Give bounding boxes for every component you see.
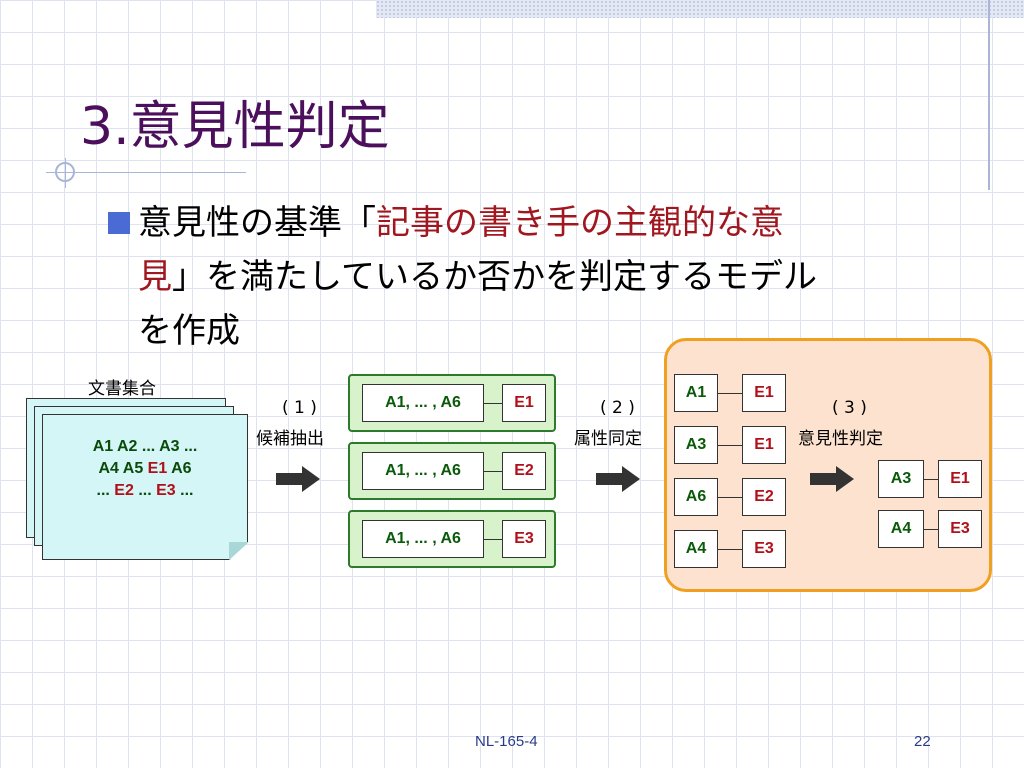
bullet-prefix: 意見性の基準「 <box>138 203 376 243</box>
identified-2-connector <box>718 445 742 446</box>
doc-line-2: A4 A5 E1 A6 <box>98 460 192 477</box>
identified-3-attr: A6 <box>674 478 718 516</box>
step3-number: ( 3 ) <box>832 398 867 418</box>
identified-1-attr: A1 <box>674 374 718 412</box>
identified-4-connector <box>718 549 742 550</box>
page-number: 22 <box>914 733 931 750</box>
identified-4-attr: A4 <box>674 530 718 568</box>
top-decorative-band <box>376 0 1024 18</box>
doc-line-3: ... E2 ... E3 ... <box>96 482 194 499</box>
bullet-highlight-2: 見 <box>138 257 172 297</box>
decorative-vertical-line <box>988 0 990 190</box>
candidate-1-connector <box>484 403 502 404</box>
doc-contents: A1 A2 ... A3 ... A4 A5 E1 A6 ... E2 ... … <box>42 436 248 502</box>
doc-sheet-front <box>42 414 248 560</box>
step2-name: 属性同定 <box>574 429 642 449</box>
step2-number: ( 2 ) <box>600 398 635 418</box>
candidate-2-connector <box>484 471 502 472</box>
candidate-1-attrs: A1, ... , A6 <box>362 384 484 422</box>
doc-line-1: A1 A2 ... A3 ... <box>92 438 198 455</box>
doc-set-label: 文書集合 <box>88 379 156 399</box>
footer-label: NL-165-4 <box>475 733 538 750</box>
identified-3-connector <box>718 497 742 498</box>
candidate-3-connector <box>484 539 502 540</box>
decorative-crosshair-icon <box>55 158 75 188</box>
identified-2-attr: A3 <box>674 426 718 464</box>
result-1-connector <box>924 479 938 480</box>
candidate-3-attrs: A1, ... , A6 <box>362 520 484 558</box>
bullet-highlight-1: 記事の書き手の主観的な意 <box>376 203 784 243</box>
step3-arrow-icon <box>810 466 854 492</box>
result-2-eval: E3 <box>938 510 982 548</box>
step1-arrow-icon <box>276 466 320 492</box>
result-2-attr: A4 <box>878 510 924 548</box>
bullet-text: 意見性の基準「記事の書き手の主観的な意 見」を満たしているか否かを判定するモデル… <box>138 196 978 358</box>
identified-2-eval: E1 <box>742 426 786 464</box>
step3-name: 意見性判定 <box>798 429 883 449</box>
doc-page-fold <box>229 542 249 560</box>
result-1-attr: A3 <box>878 460 924 498</box>
candidate-3-eval: E3 <box>502 520 546 558</box>
square-bullet-icon <box>108 212 130 234</box>
slide-title: 3.意見性判定 <box>80 97 390 157</box>
identified-1-connector <box>718 393 742 394</box>
decorative-horizontal-line <box>46 172 246 173</box>
identified-3-eval: E2 <box>742 478 786 516</box>
candidate-2-attrs: A1, ... , A6 <box>362 452 484 490</box>
identified-4-eval: E3 <box>742 530 786 568</box>
candidate-1-eval: E1 <box>502 384 546 422</box>
result-2-connector <box>924 529 938 530</box>
step1-name: 候補抽出 <box>256 429 324 449</box>
step2-arrow-icon <box>596 466 640 492</box>
result-1-eval: E1 <box>938 460 982 498</box>
step1-number: ( 1 ) <box>282 398 317 418</box>
bullet-line-3: を作成 <box>138 311 240 351</box>
identified-1-eval: E1 <box>742 374 786 412</box>
bullet-suffix: 」を満たしているか否かを判定するモデル <box>172 257 817 297</box>
candidate-2-eval: E2 <box>502 452 546 490</box>
